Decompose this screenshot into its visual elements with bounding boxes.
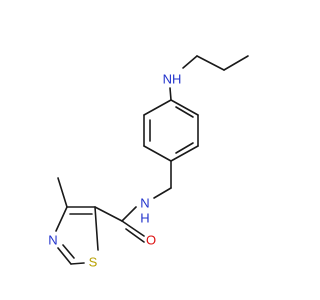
atom-label-ring-n: N (48, 233, 57, 248)
atom-label-nh: NH (163, 72, 182, 87)
bond-propyl-1 (223, 55, 249, 71)
bonds (55, 55, 249, 265)
bond-co-2 (125, 228, 145, 243)
atom-label-amide-h: H (140, 211, 149, 226)
atom-label-carbonyl-o: O (146, 233, 156, 248)
bond-ring-inner-1 (175, 106, 194, 118)
bond-n3-c2-inner (62, 244, 75, 259)
bond-ring-3 (170, 145, 199, 162)
bond-ring-6 (143, 99, 172, 116)
bond-methyl (57, 177, 68, 208)
bond-s1-c5 (94, 206, 99, 251)
bond-n-carbonyl (121, 206, 137, 222)
bond-nh-ring (169, 87, 172, 101)
bond-co-1 (121, 220, 145, 237)
atom-label-amide-n: N (140, 196, 149, 211)
bond-ch2-n (153, 187, 172, 199)
bond-carbonyl-c5 (94, 206, 123, 222)
bond-c2-s1 (70, 262, 85, 265)
bond-c4-n3 (55, 206, 68, 232)
bond-ring-inner-2 (175, 142, 194, 154)
atom-label-ring-s: S (89, 255, 98, 270)
bond-propyl-2 (196, 55, 225, 71)
bond-ring-4 (143, 145, 172, 162)
bond-propyl-3 (182, 55, 198, 69)
bond-n3-c2 (57, 247, 72, 265)
molecule-structure-diagram: NH N H O N S (48, 55, 249, 270)
bond-ring-1 (170, 99, 199, 116)
atom-labels: NH N H O N S (48, 72, 181, 270)
